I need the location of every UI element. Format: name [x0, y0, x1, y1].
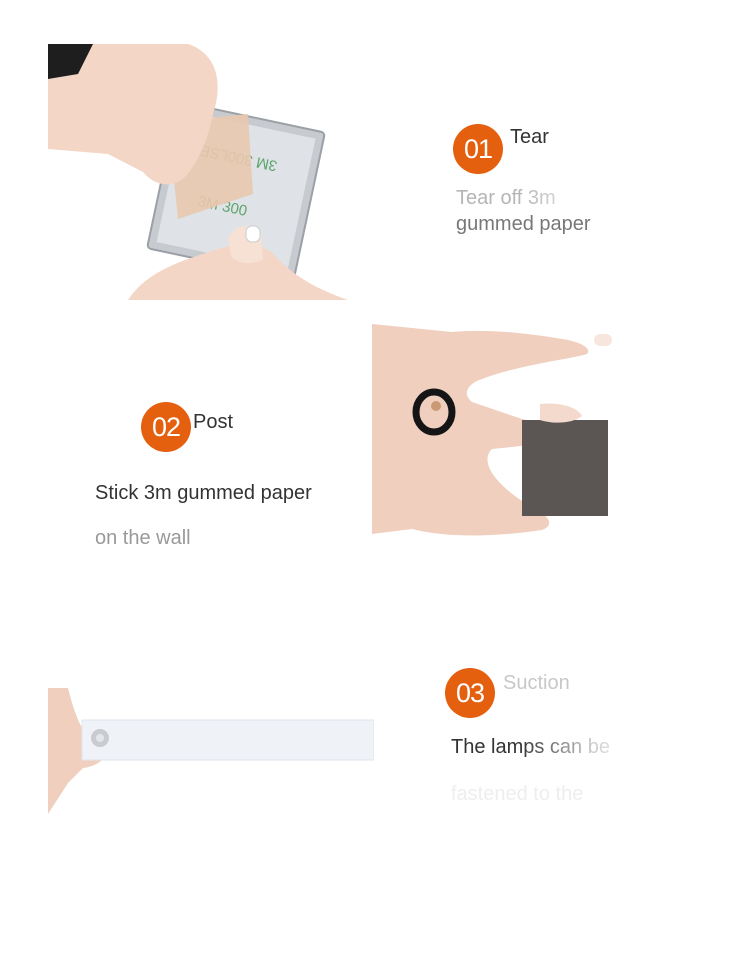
step3-badge: 03 — [445, 668, 495, 718]
step2-line2: on the wall — [95, 527, 191, 549]
step2-illustration — [372, 324, 620, 550]
step2-line1: Stick 3m gummed paper — [95, 482, 312, 504]
step1-title: Tear — [510, 126, 549, 148]
step3-photo — [48, 688, 374, 814]
step2-badge: 02 — [141, 402, 191, 452]
step3-line1: The lamps can be — [451, 736, 610, 758]
step3-illustration — [48, 688, 374, 814]
step3-line2: fastened to the — [451, 783, 584, 805]
step1-line1: Tear off 3m — [456, 187, 556, 209]
step1-illustration: 3M 300LSE 3M 300 — [48, 44, 348, 300]
step1-line2: gummed paper — [456, 213, 591, 235]
step2-photo — [372, 324, 620, 550]
step3-title: Suction — [503, 672, 570, 694]
step1-photo: 3M 300LSE 3M 300 — [48, 44, 348, 300]
step1-badge: 01 — [453, 124, 503, 174]
step2-title: Post — [193, 411, 234, 433]
